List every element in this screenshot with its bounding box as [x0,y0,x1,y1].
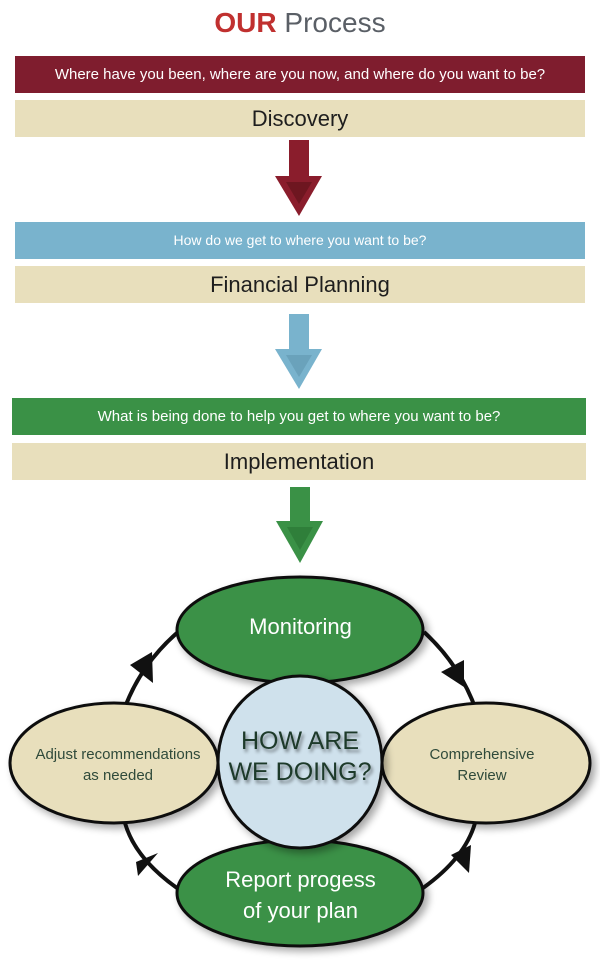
page-title: OUR Process [0,6,600,40]
report-progress-label: Report progess of your plan [178,864,423,926]
review-label-line2: Review [457,767,507,784]
center-label-line1: HOW ARE [240,727,360,755]
monitoring-label: Monitoring [249,614,352,639]
title-rest: Process [276,7,386,38]
connector-bottom-to-left [123,822,179,890]
arrowhead-icon [130,652,153,683]
planning-question-banner: How do we get to where you want to be? [15,222,585,259]
review-label-line1: Comprehensive [429,746,535,763]
comprehensive-review-label: Comprehensive Review [392,744,572,786]
report-label-line1: Report progess [225,867,376,892]
down-arrow-icon-blue [275,314,322,389]
title-emphasis: OUR [214,7,277,38]
adjust-recommendations-label: Adjust recommendations as needed [18,744,218,786]
adjust-label-line2: as needed [82,767,154,784]
implementation-question-banner: What is being done to help you get to wh… [12,398,586,435]
arrowhead-icon [136,853,158,876]
report-label-line2: of your plan [243,898,358,923]
discovery-stage-label: Discovery [15,100,585,137]
center-label: HOW ARE WE DOING? [222,726,378,788]
implementation-stage-label: Implementation [12,443,586,480]
center-label-line2: WE DOING? [228,758,372,786]
adjust-label-line1: Adjust recommendations [35,746,201,763]
down-arrow-icon-maroon [275,140,322,216]
planning-stage-label: Financial Planning [15,266,585,303]
arrowhead-icon [451,845,471,873]
cycle-arrowheads [130,652,471,876]
how-are-we-doing-node [216,674,384,850]
arrowhead-icon [441,660,464,687]
down-arrow-icon-green [276,487,323,563]
discovery-question-banner: Where have you been, where are you now, … [15,56,585,93]
